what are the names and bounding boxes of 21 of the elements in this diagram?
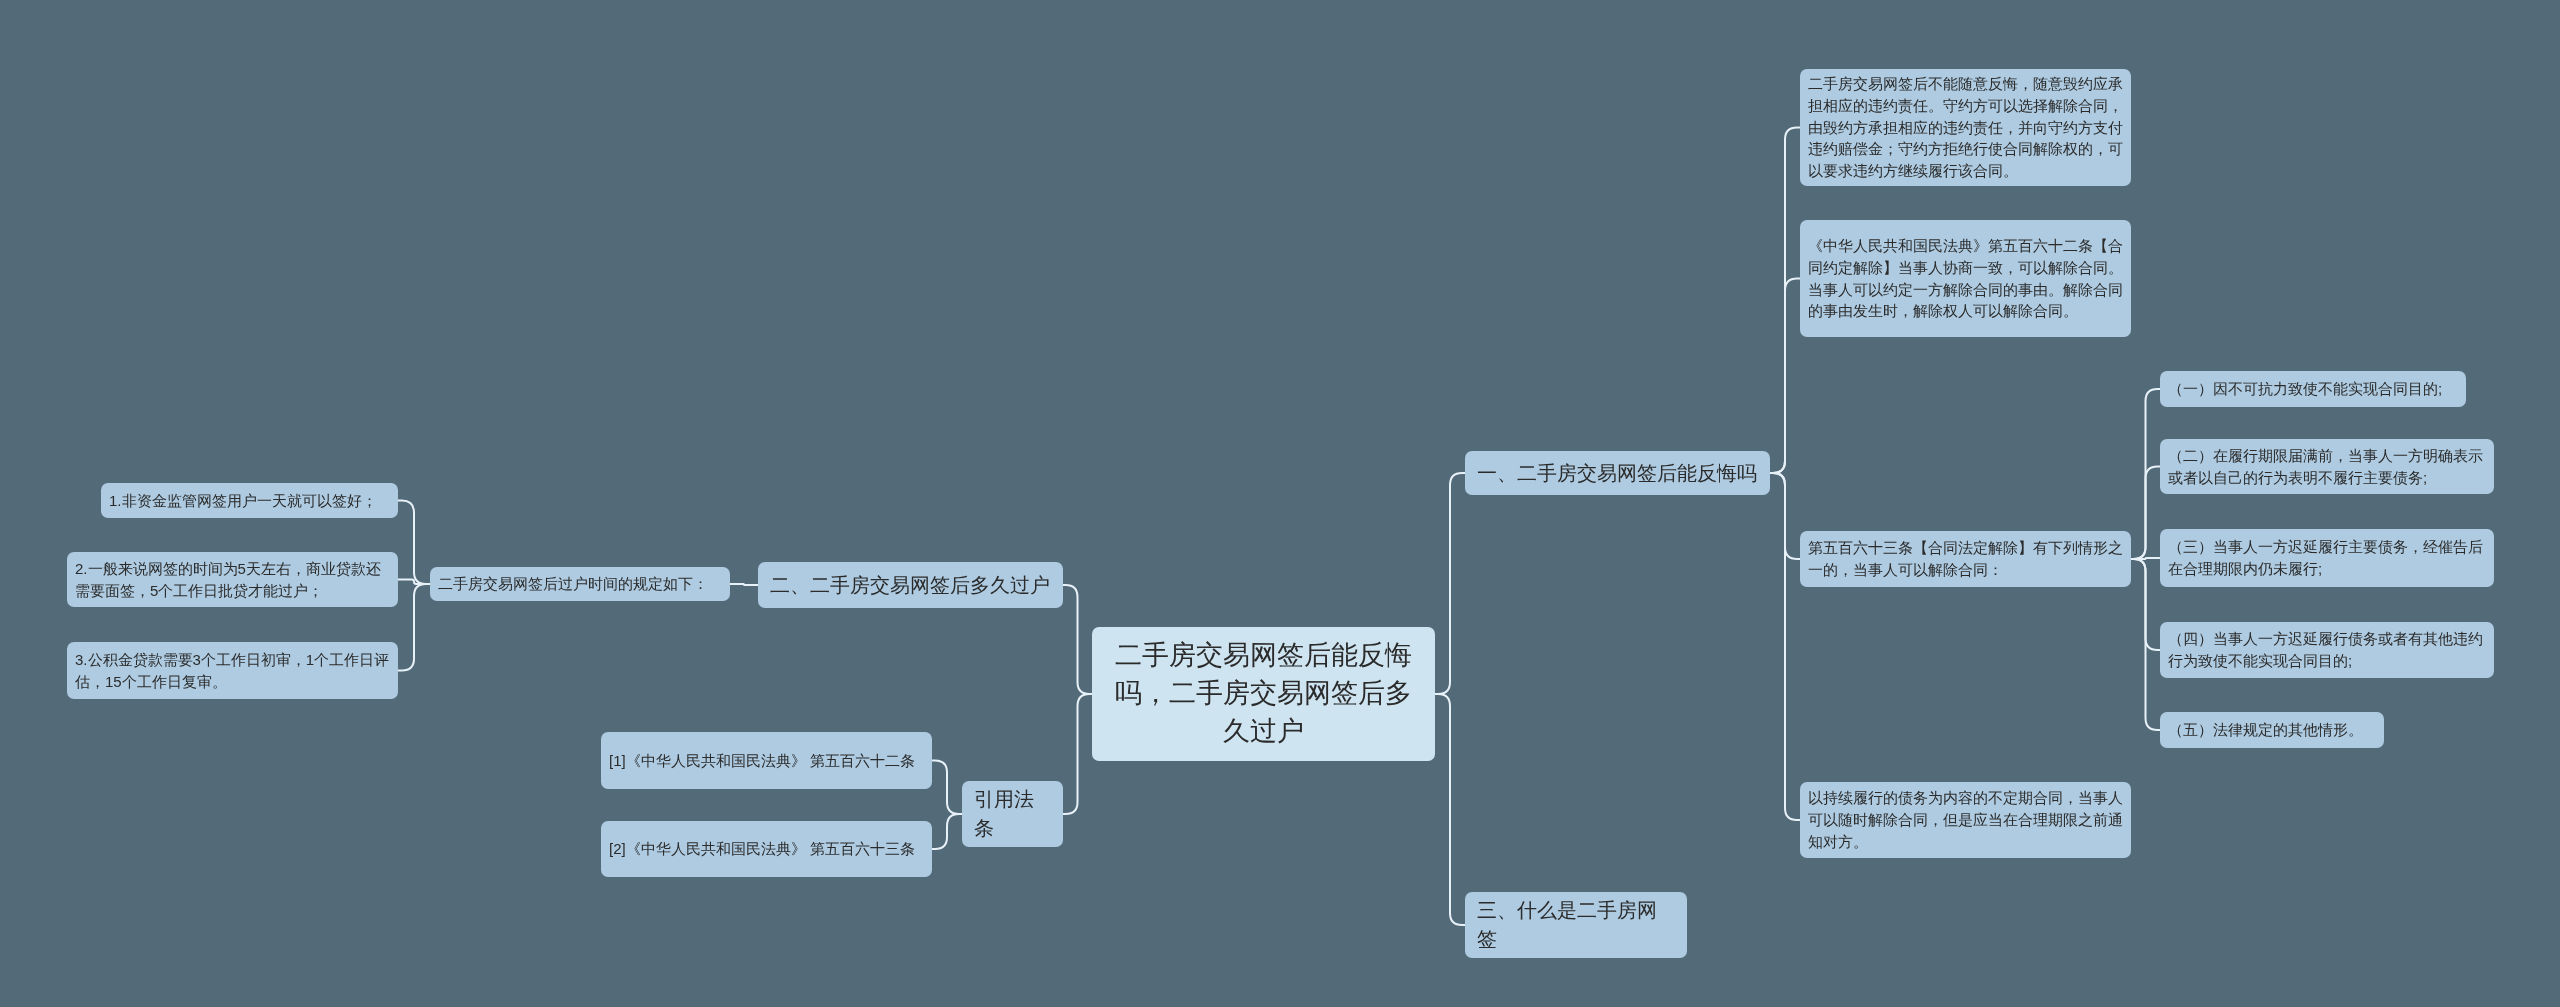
connector-line — [729, 583, 759, 586]
text-box: （三）当事人一方迟延履行主要债务，经催告后在合理期限内仍未履行; — [2160, 529, 2494, 587]
text-box: （四）当事人一方迟延履行债务或者有其他违约行为致使不能实现合同目的; — [2160, 622, 2494, 678]
text-box: （二）在履行期限届满前，当事人一方明确表示或者以自己的行为表明不履行主要债务; — [2160, 439, 2494, 494]
text-box: 二手房交易网签后过户时间的规定如下： — [430, 567, 730, 601]
text-box: 以持续履行的债务为内容的不定期合同，当事人可以随时解除合同，但是应当在合理期限之前通知对方。 — [1800, 782, 2131, 858]
text-box: [2]《中华人民共和国民法典》 第五百六十三条 — [601, 821, 932, 877]
topic-box: 三、什么是二手房网签 — [1465, 892, 1687, 958]
text-box: 《中华人民共和国民法典》第五百六十二条【合同约定解除】当事人协商一致，可以解除合同。当事人可以约定一方解除合同的事由。解除合同的事由发生时，解除权人可以解除合同。 — [1800, 220, 2131, 337]
text-box: [1]《中华人民共和国民法典》 第五百六十二条 — [601, 732, 932, 789]
text-box: 二手房交易网签后不能随意反悔，随意毁约应承担相应的违约责任。守约方可以选择解除合同，由毁约方承担相应的违约责任，并向守约方支付违约赔偿金；守约方拒绝行使合同解除权的，可以要求违约方继续履行该合同。 — [1800, 69, 2131, 186]
text-box: （一）因不可抗力致使不能实现合同目的; — [2160, 371, 2466, 407]
text-box: 2.一般来说网签的时间为5天左右，商业贷款还需要面签，5个工作日批贷才能过户； — [67, 552, 398, 607]
text-box: 第五百六十三条【合同法定解除】有下列情形之一的，当事人可以解除合同： — [1800, 531, 2131, 587]
text-box: 3.公积金贷款需要3个工作日初审，1个工作日评估，15个工作日复审。 — [67, 642, 398, 699]
text-box: 1.非资金监管网签用户一天就可以签好； — [101, 483, 398, 518]
text-box: （五）法律规定的其他情形。 — [2160, 712, 2384, 748]
central-topic-box: 二手房交易网签后能反悔吗，二手房交易网签后多久过户 — [1092, 627, 1435, 761]
topic-box: 一、二手房交易网签后能反悔吗 — [1465, 451, 1770, 495]
topic-box: 引用法条 — [962, 781, 1063, 847]
topic-box: 二、二手房交易网签后多久过户 — [758, 562, 1063, 608]
